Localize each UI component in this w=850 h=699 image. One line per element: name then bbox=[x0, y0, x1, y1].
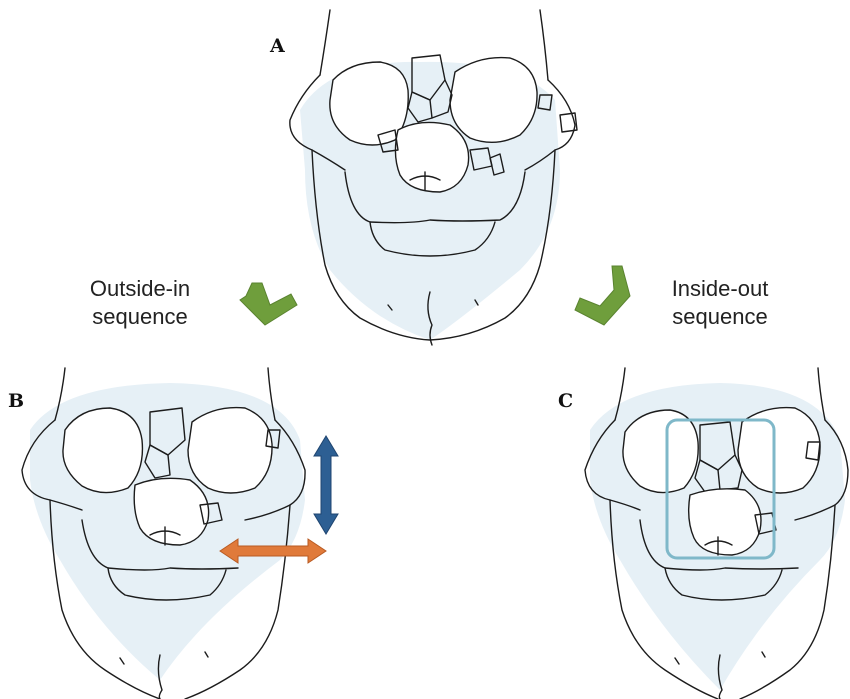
outside-in-label-line1: Outside-in bbox=[90, 276, 190, 301]
panel-a-label: A bbox=[269, 35, 285, 57]
chevron-down-left-icon bbox=[575, 266, 630, 325]
inside-out-label-line1: Inside-out bbox=[672, 276, 769, 301]
outside-in-label-line2: sequence bbox=[92, 304, 187, 329]
skull-a-drawing bbox=[290, 10, 577, 345]
panel-b-label: B bbox=[8, 390, 24, 412]
chevron-down-right-icon bbox=[240, 283, 297, 325]
skull-b-drawing bbox=[22, 368, 305, 699]
panel-c-label: C bbox=[558, 390, 573, 412]
skull-c-drawing bbox=[585, 368, 848, 699]
double-arrow-vertical-icon bbox=[314, 436, 338, 534]
inside-out-label-line2: sequence bbox=[672, 304, 767, 329]
